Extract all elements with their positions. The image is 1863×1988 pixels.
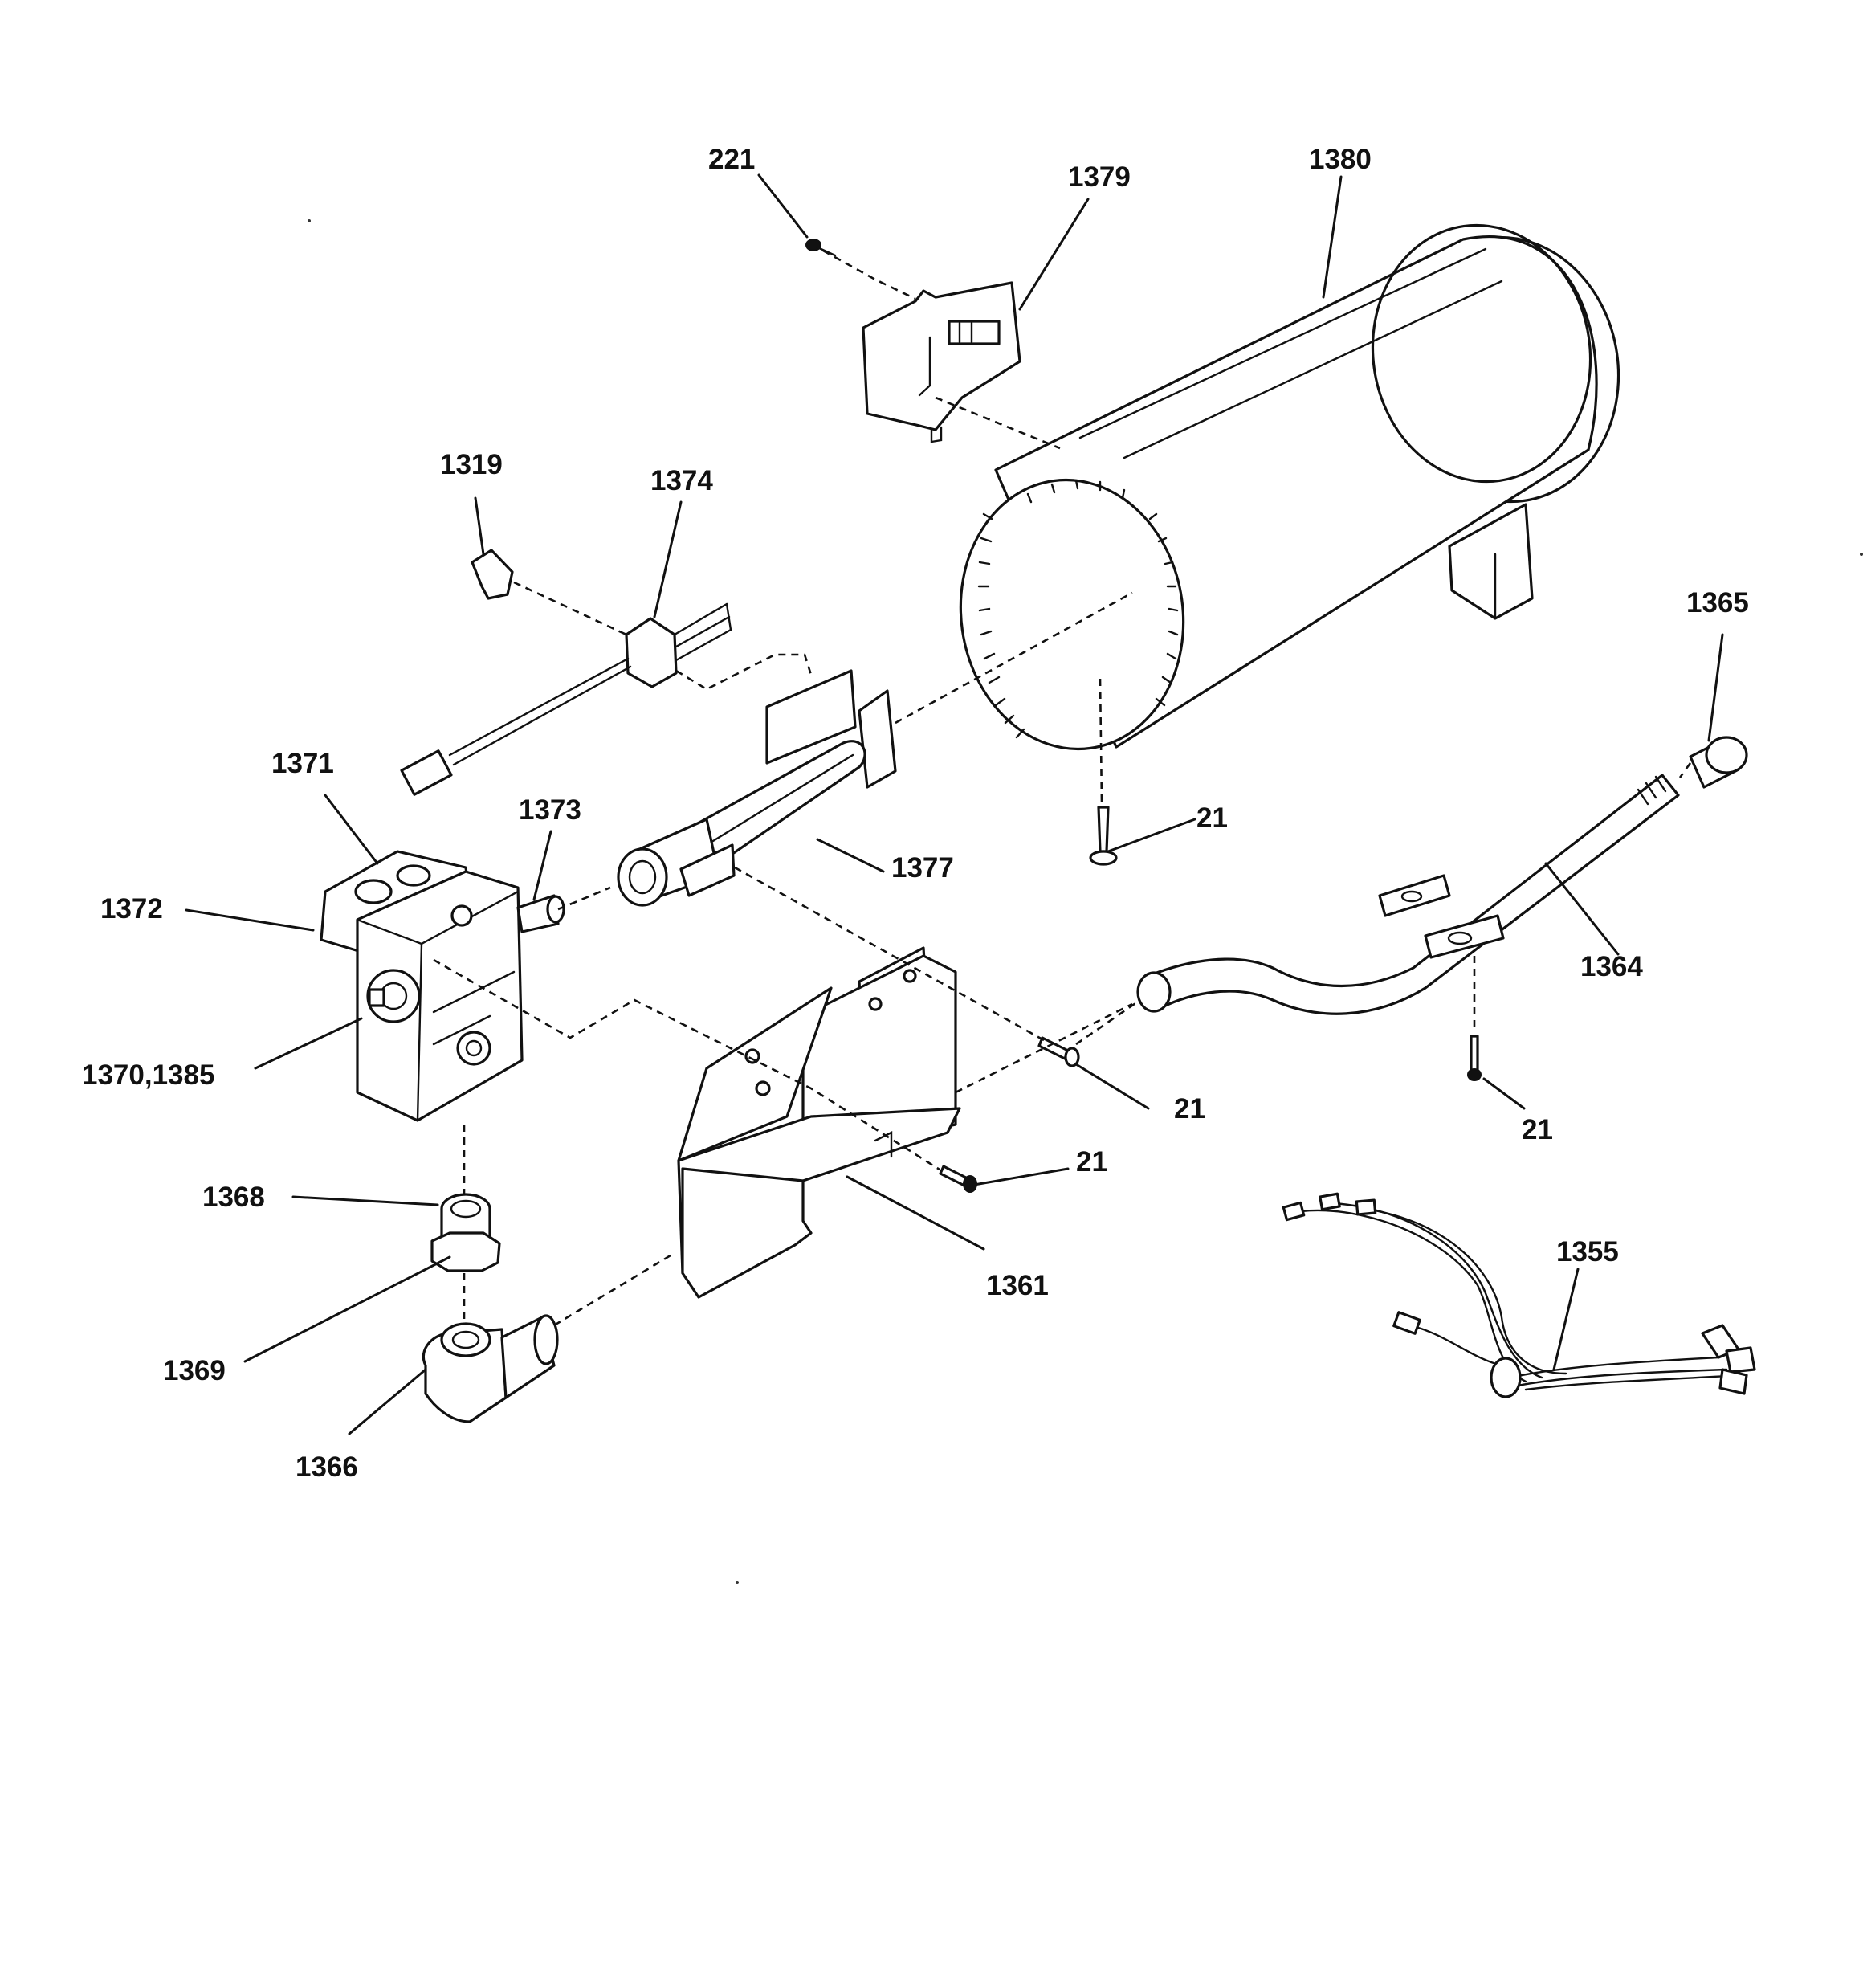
callout-21-shield: 21 <box>1174 1093 1205 1125</box>
part-1369-nut <box>430 1231 501 1272</box>
part-1379-switch-bracket <box>862 281 1021 443</box>
callout-1366: 1366 <box>296 1451 358 1483</box>
callout-221: 221 <box>708 144 755 175</box>
callout-1377: 1377 <box>891 852 954 884</box>
part-221-screw <box>805 239 837 257</box>
part-1366-elbow <box>422 1314 559 1423</box>
part-1319-clip <box>471 549 514 600</box>
callout-1374: 1374 <box>650 465 713 496</box>
assembly-dashed-lines <box>433 249 1692 1327</box>
callout-labels: 221 1379 1380 1319 1374 1365 1371 1373 1… <box>82 144 1749 1483</box>
part-1377-burner <box>617 669 897 907</box>
callout-21-tube: 21 <box>1196 802 1228 834</box>
part-1361-shield <box>677 946 961 1299</box>
part-1380-combustion-tube <box>959 223 1620 751</box>
callout-1364: 1364 <box>1580 951 1643 982</box>
callout-1368: 1368 <box>202 1182 265 1213</box>
callout-1361: 1361 <box>986 1270 1049 1301</box>
callout-1319: 1319 <box>440 449 503 480</box>
part-21-screw-lower <box>939 1165 977 1193</box>
part-21-screw-tube <box>1089 806 1118 866</box>
part-21-screw-bracket <box>1467 1035 1482 1081</box>
callout-1379: 1379 <box>1068 161 1131 193</box>
callout-21-bracket: 21 <box>1522 1114 1553 1145</box>
tube-inner-hatching <box>977 479 1179 739</box>
part-1365-cap <box>1689 736 1748 789</box>
callout-1355: 1355 <box>1556 1236 1619 1268</box>
callout-1371: 1371 <box>271 748 334 779</box>
callout-1380: 1380 <box>1309 144 1372 175</box>
callout-1369: 1369 <box>163 1355 226 1386</box>
part-1355-wire-harness <box>1282 1192 1756 1398</box>
callout-1373: 1373 <box>519 794 581 826</box>
part-1370-gas-valve <box>320 850 565 1122</box>
callout-1365: 1365 <box>1686 587 1749 618</box>
part-21-screw-shield <box>1037 1036 1080 1067</box>
part-1374-igniter <box>400 602 732 796</box>
callout-1370-1385: 1370,1385 <box>82 1059 214 1091</box>
leader-lines <box>185 173 1724 1435</box>
callout-21-lower: 21 <box>1076 1146 1107 1178</box>
part-1364-supply-tube <box>1136 774 1680 1015</box>
callout-1372: 1372 <box>100 893 163 925</box>
